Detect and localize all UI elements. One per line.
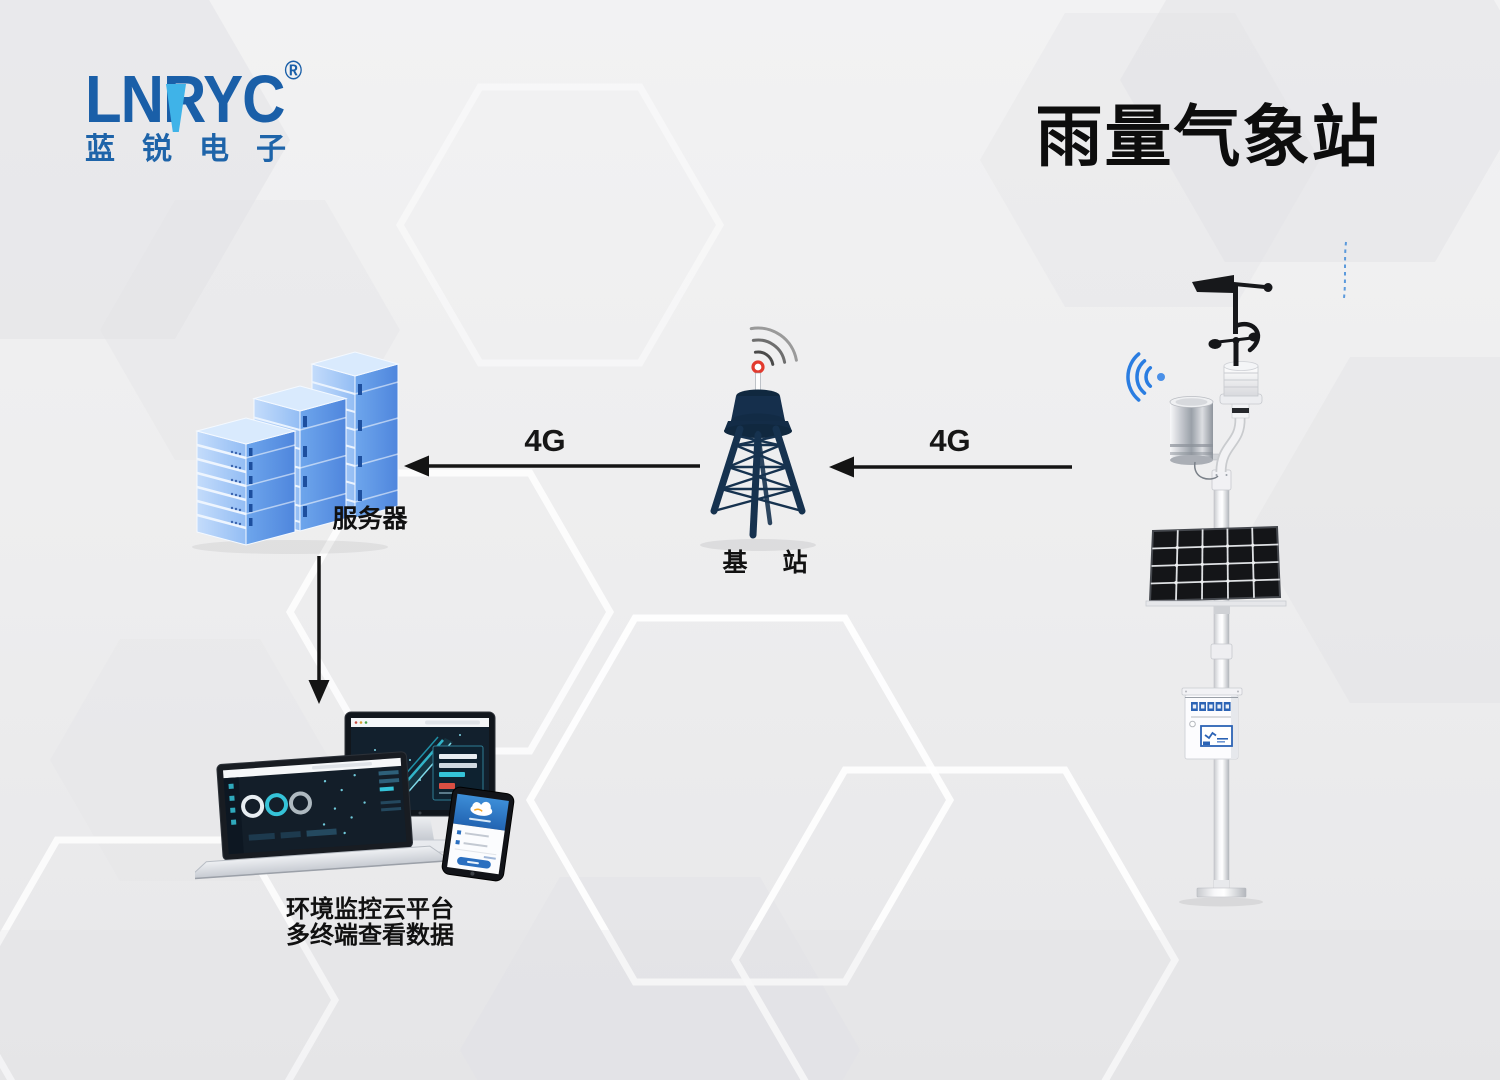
link-label-4g-station-to-base: 4G: [929, 423, 971, 458]
pole-junction-collar: [1211, 469, 1232, 491]
registered-trademark-symbol: ®: [284, 55, 303, 86]
solar-panel: [1145, 525, 1287, 614]
server-tower-left: [195, 417, 297, 546]
platform-caption: 环境监控云平台 多终端查看数据: [230, 897, 510, 949]
beacon-light: [751, 360, 765, 374]
control-box-label-strip: [1191, 702, 1231, 711]
station-base: [1196, 880, 1247, 898]
sensor-module: [1215, 361, 1263, 473]
server-stack-illustration: [192, 351, 400, 554]
devices-illustration: [195, 711, 515, 882]
brand-logo-text: LNRYC®: [85, 55, 415, 137]
platform-caption-line1: 环境监控云平台: [286, 896, 454, 923]
rain-gauge: [1169, 396, 1221, 480]
wind-vane: [1192, 275, 1273, 334]
anemometer: [1208, 322, 1261, 366]
control-box: [1181, 687, 1243, 760]
base-station-node-label: 基 站: [722, 549, 822, 577]
tower-signal-icon: [749, 326, 798, 366]
brand-name: LNRYC: [85, 61, 285, 137]
laptop-dashboard-rings: [241, 791, 312, 818]
platform-caption-line2: 多终端查看数据: [286, 922, 454, 949]
control-box-logo-panel: [1200, 725, 1233, 747]
tower-lattice: [710, 425, 806, 539]
pole-mid-collar: [1210, 643, 1233, 660]
arrow-base-to-server: [404, 455, 700, 477]
page-title: 雨量气象站: [1035, 100, 1381, 175]
brand-logo: LNRYC® 蓝锐电子: [85, 55, 415, 164]
server-node-label: 服务器: [332, 505, 408, 533]
arrow-station-to-base: [829, 456, 1072, 478]
cloud-icon: [470, 801, 493, 816]
tower-cap: [724, 389, 792, 438]
laptop: [195, 751, 453, 880]
decorative-dashed-line: [1343, 241, 1347, 299]
base-station-tower-illustration: [700, 326, 816, 551]
wifi-signal-icon: [1126, 352, 1165, 402]
mobile-app-device: [441, 786, 515, 882]
brand-company-name: 蓝锐电子: [85, 133, 313, 166]
link-label-4g-base-to-server: 4G: [524, 423, 566, 458]
weather-station-illustration: [1126, 241, 1347, 907]
